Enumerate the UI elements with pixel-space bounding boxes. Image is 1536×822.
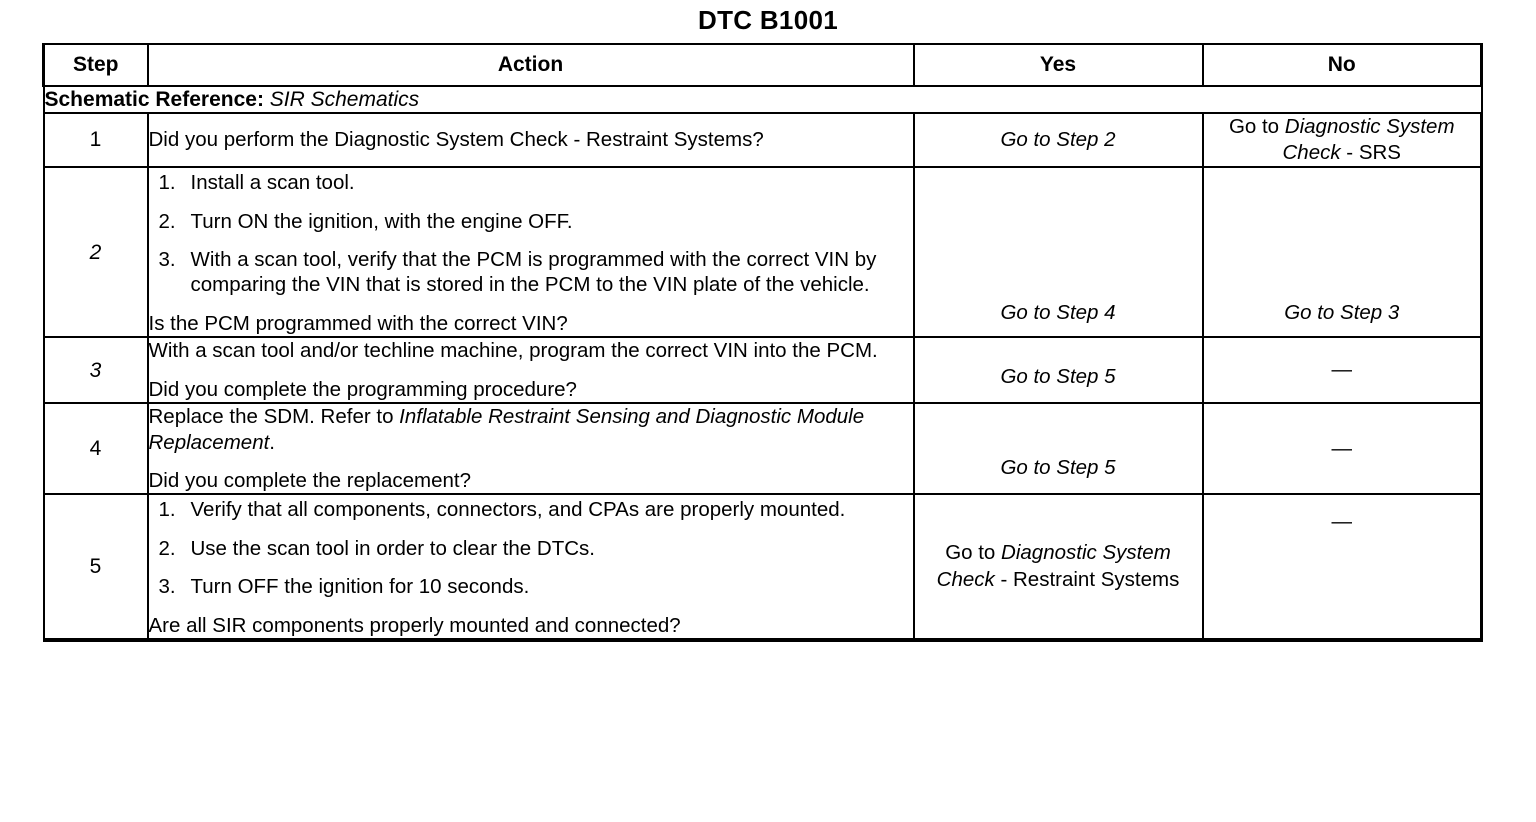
- no-branch-prefix: Go to: [1228, 114, 1285, 138]
- yes-branch-reference: Diagnostic System Check: [936, 541, 1171, 591]
- yes-branch-cell: Go to Diagnostic System Check - Restrain…: [912, 493, 1204, 642]
- yes-branch-text: Go to Step 2: [1000, 127, 1116, 151]
- table-header: Step Action Yes No: [42, 42, 1483, 87]
- action-substep: Use the scan tool in order to clear the …: [159, 536, 596, 562]
- step-number: 5: [42, 493, 149, 642]
- no-branch-cell: —: [1201, 402, 1483, 496]
- action-question: Are all SIR components properly mounted …: [148, 613, 681, 637]
- action-question: Did you complete the programming procedu…: [148, 377, 577, 401]
- action-cell: With a scan tool and/or techline machine…: [146, 336, 915, 405]
- column-header-no: No: [1201, 42, 1483, 87]
- action-text: Did you perform the Diagnostic System Ch…: [148, 128, 764, 152]
- action-substep: Verify that all components, connectors, …: [159, 497, 846, 523]
- action-cell: Replace the SDM. Refer to Inflatable Res…: [146, 402, 915, 496]
- step-number: 3: [42, 336, 149, 405]
- no-branch-reference: Diagnostic System Check: [1282, 114, 1455, 165]
- action-substep: Turn OFF the ignition for 10 seconds.: [159, 574, 530, 600]
- diagnostic-table-container: Step Action Yes No Schematic Reference: …: [42, 42, 1483, 642]
- step-number: 2: [42, 166, 149, 339]
- action-text: With a scan tool and/or techline machine…: [148, 339, 878, 363]
- action-substep: Install a scan tool.: [159, 170, 355, 196]
- schematic-reference-row: Schematic Reference: SIR Schematics: [42, 84, 1483, 114]
- no-branch-cell: Go to Diagnostic System Check - SRS: [1201, 111, 1483, 169]
- column-header-yes: Yes: [912, 42, 1204, 87]
- table-row: 2 Install a scan tool. Turn ON the ignit…: [42, 166, 1483, 339]
- no-branch-suffix: - SRS: [1340, 141, 1401, 165]
- action-text-reference: Inflatable Restraint Sensing and Diagnos…: [148, 405, 865, 454]
- yes-branch-text: Go to Step 5: [1000, 364, 1116, 388]
- table-row: 5 Verify that all components, connectors…: [42, 493, 1483, 642]
- table-body: Schematic Reference: SIR Schematics 1 Di…: [42, 84, 1483, 642]
- action-text-suffix: .: [269, 430, 275, 454]
- yes-branch-cell: Go to Step 5: [912, 336, 1204, 405]
- page-title: DTC B1001: [698, 5, 838, 35]
- step-number: 1: [42, 111, 149, 169]
- yes-branch-prefix: Go to: [945, 541, 1002, 565]
- table-header-row: Step Action Yes No: [42, 42, 1483, 87]
- action-substep-list: Verify that all components, connectors, …: [149, 497, 913, 600]
- table-row: 1 Did you perform the Diagnostic System …: [42, 111, 1483, 169]
- action-substep: With a scan tool, verify that the PCM is…: [159, 247, 877, 297]
- schematic-reference-cell: Schematic Reference: SIR Schematics: [42, 84, 1483, 114]
- schematic-reference-value: SIR Schematics: [269, 87, 420, 111]
- action-cell: Did you perform the Diagnostic System Ch…: [146, 111, 915, 169]
- no-branch-text: —: [1331, 358, 1353, 382]
- column-header-step: Step: [42, 42, 149, 87]
- schematic-reference-label: Schematic Reference:: [44, 87, 264, 111]
- action-cell: Verify that all components, connectors, …: [146, 493, 915, 642]
- no-branch-text: —: [1331, 436, 1353, 460]
- diagnostic-table: Step Action Yes No Schematic Reference: …: [42, 42, 1483, 642]
- yes-branch-cell: Go to Step 4: [912, 166, 1204, 339]
- yes-branch-text: Go to Step 4: [1000, 301, 1116, 325]
- action-question: Did you complete the replacement?: [148, 468, 472, 492]
- yes-branch-text: Go to Step 5: [1000, 456, 1116, 480]
- column-header-action: Action: [146, 42, 915, 87]
- step-number: 4: [42, 402, 149, 496]
- yes-branch-suffix: - Restraint Systems: [994, 567, 1180, 591]
- no-branch-text: Go to Step 3: [1284, 301, 1400, 325]
- action-question: Is the PCM programmed with the correct V…: [148, 311, 568, 335]
- action-substep: Turn ON the ignition, with the engine OF…: [159, 209, 573, 235]
- action-cell: Install a scan tool. Turn ON the ignitio…: [146, 166, 915, 339]
- no-branch-text: —: [1331, 510, 1353, 534]
- action-substep-list: Install a scan tool. Turn ON the ignitio…: [149, 170, 913, 298]
- table-row: 3 With a scan tool and/or techline machi…: [42, 336, 1483, 405]
- yes-branch-cell: Go to Step 2: [912, 111, 1204, 169]
- table-row: 4 Replace the SDM. Refer to Inflatable R…: [42, 402, 1483, 496]
- no-branch-cell: Go to Step 3: [1201, 166, 1483, 339]
- no-branch-cell: —: [1201, 336, 1483, 405]
- action-text: Replace the SDM. Refer to Inflatable Res…: [149, 404, 913, 455]
- no-branch-cell: —: [1201, 493, 1483, 642]
- yes-branch-cell: Go to Step 5: [912, 402, 1204, 496]
- action-text-prefix: Replace the SDM. Refer to: [148, 405, 400, 429]
